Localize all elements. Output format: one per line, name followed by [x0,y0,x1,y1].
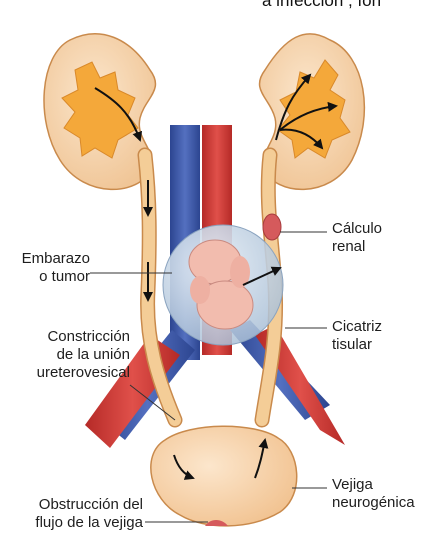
bladder-icon [151,426,297,526]
label-scar-line1: Cicatriz [332,318,382,336]
label-bladder: Vejiga neurogénica [332,476,415,512]
label-obstruction-line1: Obstrucción del [0,496,143,514]
label-pregnancy-line1: Embarazo [12,250,90,268]
label-calculus-line2: renal [332,238,382,256]
label-calculus-line1: Cálculo [332,220,382,238]
renal-stone-icon [263,214,281,240]
label-stricture-line2: de la unión [0,346,130,364]
label-pregnancy-line2: o tumor [12,268,90,286]
label-stricture-line3: ureterovesical [0,364,130,382]
label-scar-line2: tisular [332,336,382,354]
label-obstruction-line2: flujo de la vejiga [0,514,143,532]
label-bladder-line2: neurogénica [332,494,415,512]
label-pregnancy: Embarazo o tumor [12,250,90,286]
label-calculus: Cálculo renal [332,220,382,256]
label-obstruction: Obstrucción del flujo de la vejiga [0,496,143,532]
pregnancy-tumor-icon [163,225,283,345]
label-stricture: Constricción de la unión ureterovesical [0,328,130,382]
label-stricture-line1: Constricción [0,328,130,346]
label-bladder-line1: Vejiga [332,476,415,494]
label-scar: Cicatriz tisular [332,318,382,354]
